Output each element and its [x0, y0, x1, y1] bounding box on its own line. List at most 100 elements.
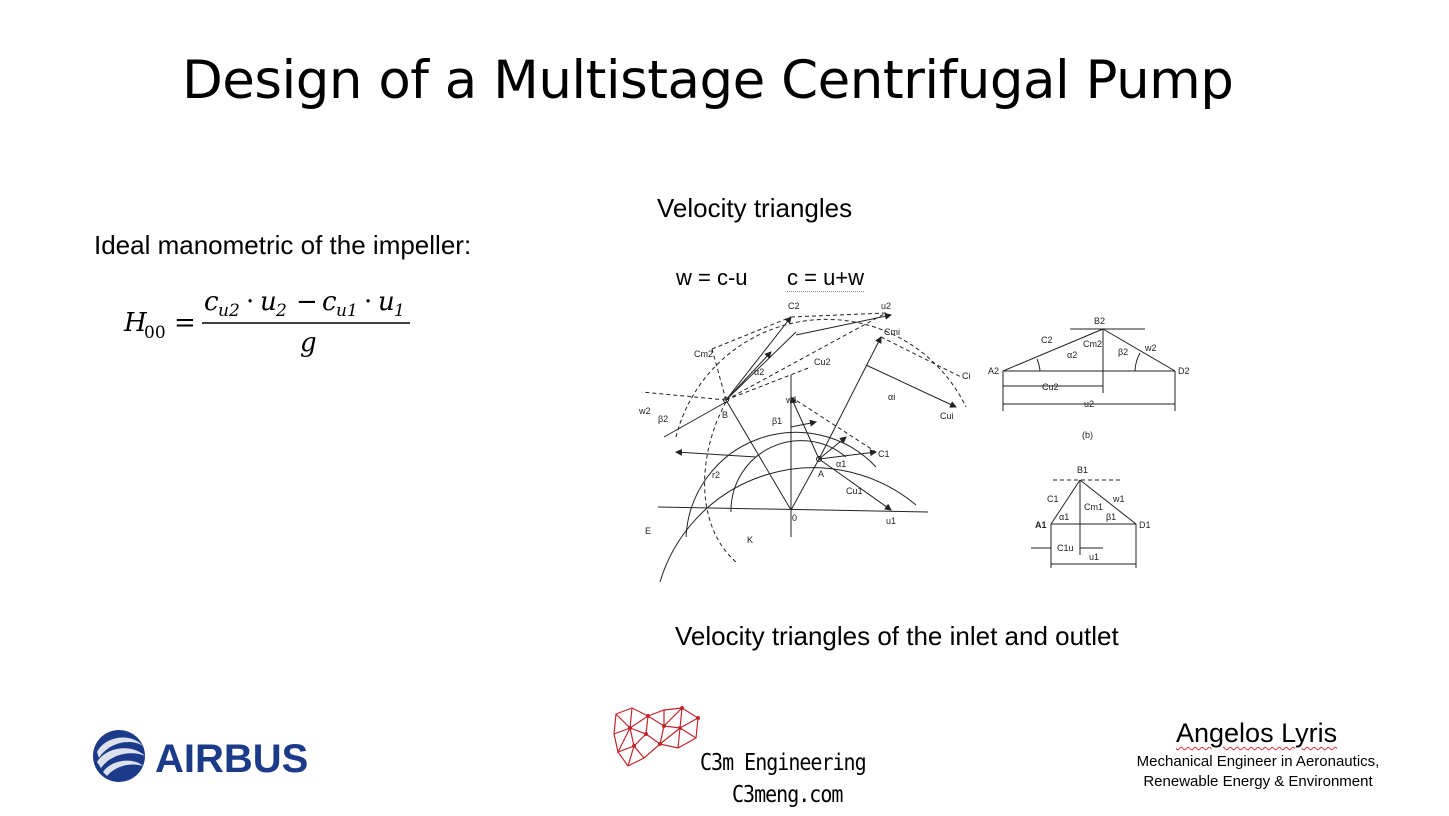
label-cu2: Cu2 [814, 357, 831, 367]
beta1-arrow [790, 419, 817, 428]
formula-lhs: H [123, 308, 148, 338]
label-ci: Ci [962, 371, 971, 381]
label-o: 0 [792, 513, 797, 523]
label-u2: u2 [1084, 399, 1094, 409]
formula-equals: = [174, 308, 196, 338]
label-alphai: αi [888, 392, 895, 402]
label-a1: A1 [1035, 520, 1047, 530]
angle-beta-arc [1134, 352, 1141, 372]
label-beta1: β1 [772, 416, 782, 426]
formula-c1: c [322, 287, 337, 317]
ci-dashed [880, 336, 962, 378]
velocity-triangles-heading: Velocity triangles [657, 193, 853, 223]
label-alpha1: α1 [836, 459, 846, 469]
alpha2-arrow [725, 351, 772, 401]
label-cm2: Cm2 [694, 349, 713, 359]
u2-top-dashed [790, 312, 887, 318]
u2-dashed [725, 312, 887, 401]
formula-c2: c [204, 287, 219, 317]
author-role: Mechanical Engineer in Aeronautics, Rene… [1128, 752, 1388, 792]
label-c1u: C1u [1057, 543, 1074, 553]
airbus-wordmark: AIRBUS [155, 737, 308, 781]
slide-title: Design of a Multistage Centrifugal Pump [182, 50, 1234, 111]
author-name: Angelos Lyris [1176, 718, 1338, 748]
c3m-website: C3meng.com [732, 780, 843, 808]
vector-w2 [725, 331, 797, 401]
ideal-manometric-label: Ideal manometric of the impeller: [94, 230, 472, 260]
label-beta1: β1 [1106, 512, 1116, 522]
outlet-circle-arc [675, 318, 967, 438]
label-cm2: Cm2 [1083, 339, 1102, 349]
label-c2: C2 [1041, 335, 1053, 345]
formula-u1: u [378, 287, 395, 317]
label-r2: r2 [712, 470, 720, 480]
impeller-velocity-diagram: C2 u2 Cm2 Cu2 α2 w2 β2 B w1 β1 Cmi Ci αi… [638, 301, 971, 583]
outer-circle-arc [659, 467, 917, 583]
airbus-logo: AIRBUS [93, 730, 308, 782]
formula-dot2: · [364, 287, 372, 317]
inlet-dashed [790, 396, 877, 453]
label-b-caption: (b) [1082, 430, 1093, 440]
baseline [657, 506, 929, 513]
label-beta2: β2 [1118, 347, 1128, 357]
label-cu1: Cu1 [846, 486, 863, 496]
c3m-geodesic-logo [613, 706, 700, 767]
side-c2 [1002, 328, 1104, 372]
formula-minus: − [296, 287, 318, 317]
inlet-velocity-triangle: B1 A1 D1 C1 α1 Cm1 β1 w1 C1u u1 [1031, 465, 1151, 568]
vector-cui [865, 364, 957, 408]
side-w2 [1102, 328, 1176, 372]
w2-dashed [641, 391, 727, 401]
cm2-dashed [711, 348, 727, 401]
relation-c: c = u+w [787, 265, 865, 292]
point-a [816, 456, 822, 462]
label-cui: Cui [940, 411, 954, 421]
formula-u2-sub: 2 [275, 301, 287, 321]
formula-dot1: · [246, 287, 254, 317]
vector-u2 [795, 312, 892, 336]
label-c2: C2 [788, 301, 800, 311]
formula-lhs-sub: 00 [144, 323, 166, 343]
vector-c1 [818, 449, 877, 460]
label-cu2: Cu2 [1042, 382, 1059, 392]
author-role-line1: Mechanical Engineer in Aeronautics, [1136, 753, 1380, 770]
label-cm1: Cm1 [1084, 502, 1103, 512]
label-c1: C1 [1047, 494, 1059, 504]
figure-caption: Velocity triangles of the inlet and outl… [675, 621, 1119, 651]
vector-w1 [790, 396, 820, 460]
label-u1: u1 [1089, 552, 1099, 562]
formula-u1-sub: 1 [394, 301, 405, 321]
label-w2: w2 [1144, 343, 1157, 353]
formula-den: g [300, 328, 317, 358]
side-w1 [1079, 479, 1137, 525]
w2-stub [663, 401, 727, 438]
formula-c2-sub: u2 [218, 301, 240, 321]
vector-u1 [818, 458, 892, 511]
label-alpha2: α2 [754, 367, 764, 377]
point-b [723, 397, 729, 403]
side-c1 [1050, 479, 1081, 525]
label-e: E [645, 526, 651, 536]
label-w2: w2 [638, 406, 651, 416]
inlet-circle-arc [730, 440, 847, 513]
label-d1: D1 [1139, 520, 1151, 530]
relation-w: w = c-u [676, 265, 748, 290]
airbus-globe-icon [93, 730, 145, 782]
label-d2: D2 [1178, 366, 1190, 376]
label-b2: B2 [1094, 316, 1105, 326]
vector-cmi [818, 336, 882, 460]
label-k: K [747, 535, 753, 545]
r2-arrow [675, 448, 757, 458]
label-alpha1: α1 [1059, 512, 1069, 522]
angle-alpha-arc [1036, 358, 1041, 372]
manometric-head-formula: H 00 = c u2 · u 2 − c u1 · u 1 g [123, 287, 410, 358]
label-b1: B1 [1077, 465, 1088, 475]
label-w1: w1 [1112, 494, 1125, 504]
mid-circle-arc [685, 431, 877, 538]
label-beta2: β2 [658, 414, 668, 424]
radius-ob [725, 399, 792, 511]
blade-k-dashed [704, 401, 737, 563]
alpha1-arrow [818, 436, 847, 460]
label-w1: w1 [785, 395, 798, 405]
label-alpha2: α2 [1067, 350, 1077, 360]
